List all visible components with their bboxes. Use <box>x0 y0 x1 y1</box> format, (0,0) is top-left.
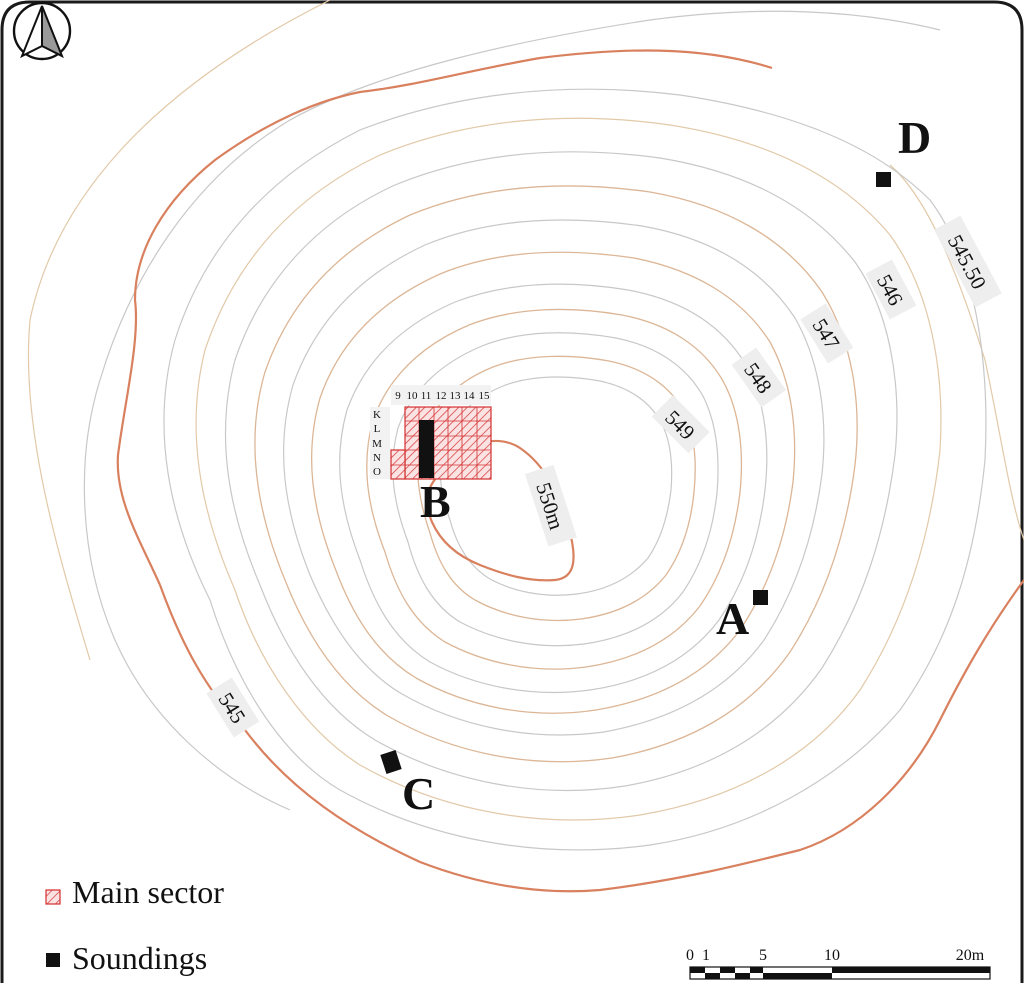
sounding-d <box>876 172 891 187</box>
scale-label: 20m <box>956 947 985 964</box>
contour-line <box>310 251 796 714</box>
contour-line <box>195 117 942 821</box>
grid-col-label: 10 <box>407 390 419 402</box>
legend-main-sector: Main sector <box>72 874 224 910</box>
contour-line <box>224 151 898 792</box>
scale-bar: 0 1 5 10 20m <box>686 947 991 980</box>
north-arrow-icon <box>12 1 72 61</box>
contour-label-545-50: 545.50 <box>933 215 1002 308</box>
scale-label: 1 <box>702 947 710 964</box>
contour-label-546: 546 <box>865 259 917 320</box>
scale-label: 10 <box>824 947 840 964</box>
scale-label: 5 <box>759 947 767 964</box>
sounding-a <box>753 590 768 605</box>
grid-col-label: 14 <box>464 390 476 402</box>
grid-col-label: 15 <box>479 390 491 402</box>
grid-col-label: 13 <box>450 390 462 402</box>
grid-col-label: 9 <box>395 390 401 402</box>
site-label-a: A <box>716 593 749 644</box>
site-label-d: D <box>898 112 931 163</box>
main-sector <box>390 449 406 480</box>
contour-line <box>283 219 825 736</box>
soundings-swatch <box>46 953 60 967</box>
main-sector-grid: 9 10 11 12 13 14 15 K L M N O <box>370 385 492 480</box>
contour-line <box>392 332 719 647</box>
contour-label-549: 549 <box>651 395 710 454</box>
contour-line-550m <box>425 439 575 582</box>
grid-row-label: K <box>373 409 381 421</box>
grid-row-label: N <box>373 452 381 464</box>
scale-label: 0 <box>686 947 694 964</box>
contour-label-545: 545 <box>206 677 260 738</box>
contour-line <box>163 88 987 851</box>
grid-row-label: O <box>373 466 381 478</box>
site-label-c: C <box>402 768 435 819</box>
grid-row-label: M <box>372 438 382 450</box>
contour-line <box>83 10 941 811</box>
grid-row-label: L <box>374 423 381 435</box>
grid-col-label: 11 <box>421 390 432 402</box>
legend: Main sector Soundings <box>45 874 224 976</box>
sounding-b <box>419 420 434 478</box>
contour-label-550m: 550m <box>524 464 577 547</box>
contour-line <box>366 308 743 670</box>
main-sector-swatch <box>45 889 61 905</box>
site-label-b: B <box>420 476 451 527</box>
contour-line-545 <box>116 49 773 586</box>
legend-soundings: Soundings <box>72 940 207 976</box>
contour-line <box>889 164 1024 541</box>
grid-col-label: 12 <box>436 390 447 402</box>
contour-line <box>27 0 331 661</box>
contour-line <box>254 185 858 763</box>
sounding-c <box>380 750 402 774</box>
contour-line <box>339 283 768 694</box>
contour-label-547: 547 <box>800 303 854 364</box>
